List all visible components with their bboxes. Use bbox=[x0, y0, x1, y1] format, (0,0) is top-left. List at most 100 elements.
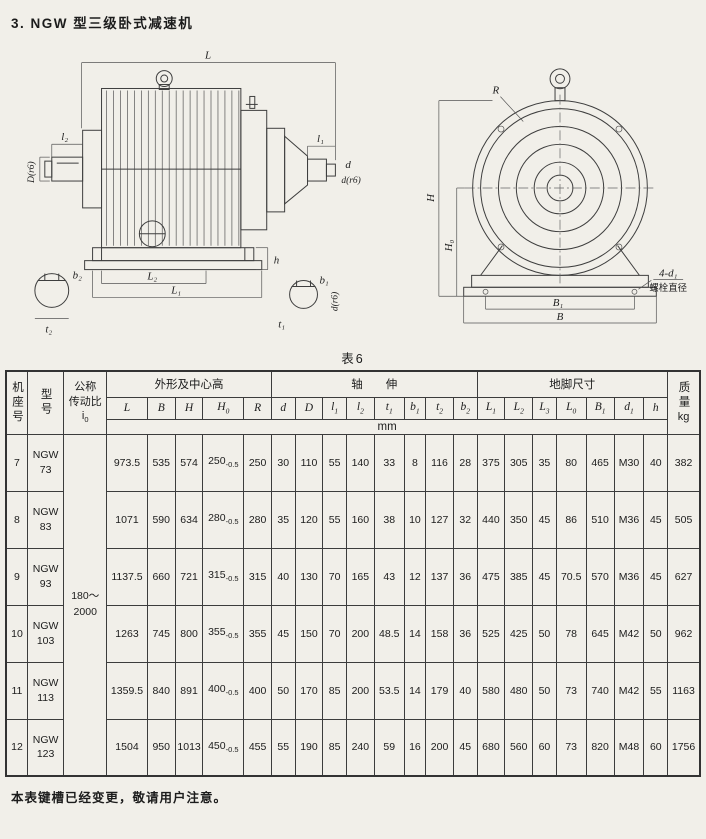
column-letter: L0 bbox=[555, 396, 587, 420]
value-cell: 305 bbox=[504, 433, 534, 492]
frame-number-cell: 8 bbox=[5, 490, 28, 549]
value-cell: 73 bbox=[555, 661, 587, 720]
dim-label-t2: t₂ bbox=[45, 323, 52, 335]
value-cell: 33 bbox=[373, 433, 405, 492]
dim-label-l1: l₁ bbox=[317, 133, 324, 145]
output-shaft bbox=[240, 95, 336, 231]
shaft-section-output bbox=[289, 280, 318, 309]
value-cell: 1504 bbox=[106, 718, 148, 777]
value-cell: 45 bbox=[532, 547, 557, 606]
value-cell: 86 bbox=[555, 490, 587, 549]
dim-label-B: B bbox=[557, 311, 564, 323]
value-cell: 130 bbox=[294, 547, 324, 606]
value-cell: 560 bbox=[504, 718, 534, 777]
value-cell: 505 bbox=[667, 490, 701, 549]
column-letter: b2 bbox=[452, 396, 478, 420]
bolt-qty-label: 4-d₁ bbox=[659, 267, 678, 279]
value-cell: 350 bbox=[504, 490, 534, 549]
value-cell: 240 bbox=[345, 718, 375, 777]
model-cell: NGW 103 bbox=[26, 604, 65, 663]
dim-label-L2: L₂ bbox=[146, 271, 157, 283]
value-cell: 510 bbox=[585, 490, 615, 549]
document-page: 3. NGW 型三级卧式减速机 bbox=[5, 16, 701, 805]
header-ratio-line2: 传动比 bbox=[68, 395, 102, 408]
value-cell: 85 bbox=[322, 661, 347, 720]
value-cell: 574 bbox=[174, 433, 204, 492]
column-letter: L bbox=[106, 396, 148, 420]
value-cell: 465 bbox=[585, 433, 615, 492]
header-model: 型号 bbox=[26, 370, 65, 435]
header-mass: 质量 kg bbox=[667, 370, 701, 435]
value-cell: 721 bbox=[174, 547, 204, 606]
value-cell: 158 bbox=[425, 604, 454, 663]
value-cell: 950 bbox=[146, 718, 176, 777]
dim-label-R: R bbox=[491, 85, 499, 97]
unit-cell: mm bbox=[106, 418, 669, 435]
value-cell: 53.5 bbox=[373, 661, 405, 720]
value-cell: 1756 bbox=[667, 718, 701, 777]
value-cell: 140 bbox=[345, 433, 375, 492]
value-cell: 14 bbox=[403, 661, 427, 720]
base-feet bbox=[84, 247, 263, 271]
value-cell: 355-0.5 bbox=[202, 604, 245, 663]
column-letter: D bbox=[294, 396, 324, 420]
value-cell: 525 bbox=[476, 604, 506, 663]
frame-number-cell: 11 bbox=[5, 661, 28, 720]
value-cell: 70 bbox=[322, 547, 347, 606]
value-cell: M36 bbox=[613, 547, 645, 606]
value-cell: 85 bbox=[322, 718, 347, 777]
value-cell: 8 bbox=[403, 433, 427, 492]
value-cell: 645 bbox=[585, 604, 615, 663]
value-cell: 55 bbox=[643, 661, 669, 720]
footer-note: 本表键槽已经变更，敬请用户注意。 bbox=[11, 791, 228, 805]
center-lines bbox=[464, 94, 656, 284]
dim-label-L: L bbox=[204, 50, 211, 62]
value-cell: 150 bbox=[294, 604, 324, 663]
column-letter: L3 bbox=[532, 396, 557, 420]
value-cell: 160 bbox=[345, 490, 375, 549]
value-cell: 45 bbox=[271, 604, 296, 663]
column-letter: h bbox=[643, 396, 669, 420]
value-cell: 165 bbox=[345, 547, 375, 606]
value-cell: M48 bbox=[613, 718, 645, 777]
value-cell: 425 bbox=[504, 604, 534, 663]
base-feet-front bbox=[463, 245, 657, 297]
value-cell: 35 bbox=[532, 433, 557, 492]
input-shaft bbox=[44, 129, 103, 209]
reducer-housing bbox=[101, 87, 242, 249]
value-cell: 179 bbox=[425, 661, 454, 720]
value-cell: 127 bbox=[425, 490, 454, 549]
value-cell: 116 bbox=[425, 433, 454, 492]
value-cell: 590 bbox=[146, 490, 176, 549]
header-group-outline: 外形及中心高 bbox=[106, 370, 272, 398]
value-cell: 70.5 bbox=[555, 547, 587, 606]
value-cell: 800 bbox=[174, 604, 204, 663]
model-cell: NGW 83 bbox=[26, 490, 65, 549]
header-ratio-symbol: i0 bbox=[81, 410, 89, 425]
frame-number-cell: 7 bbox=[5, 433, 28, 492]
value-cell: M36 bbox=[613, 490, 645, 549]
value-cell: 475 bbox=[476, 547, 506, 606]
lifting-eye bbox=[155, 70, 173, 90]
value-cell: 962 bbox=[667, 604, 701, 663]
value-cell: 820 bbox=[585, 718, 615, 777]
value-cell: 80 bbox=[555, 433, 587, 492]
value-cell: 400 bbox=[243, 661, 272, 720]
column-letter: L2 bbox=[504, 396, 534, 420]
value-cell: 50 bbox=[532, 604, 557, 663]
value-cell: 280 bbox=[243, 490, 272, 549]
column-letter: l1 bbox=[322, 396, 347, 420]
frame-number-cell: 12 bbox=[5, 718, 28, 777]
value-cell: 680 bbox=[476, 718, 506, 777]
value-cell: M42 bbox=[613, 661, 645, 720]
dim-label-H0: H₀ bbox=[443, 240, 455, 253]
model-cell: NGW 113 bbox=[26, 661, 65, 720]
frame-number-cell: 10 bbox=[5, 604, 28, 663]
header-ratio: 公称 传动比 i0 bbox=[63, 370, 108, 435]
value-cell: 200 bbox=[345, 604, 375, 663]
